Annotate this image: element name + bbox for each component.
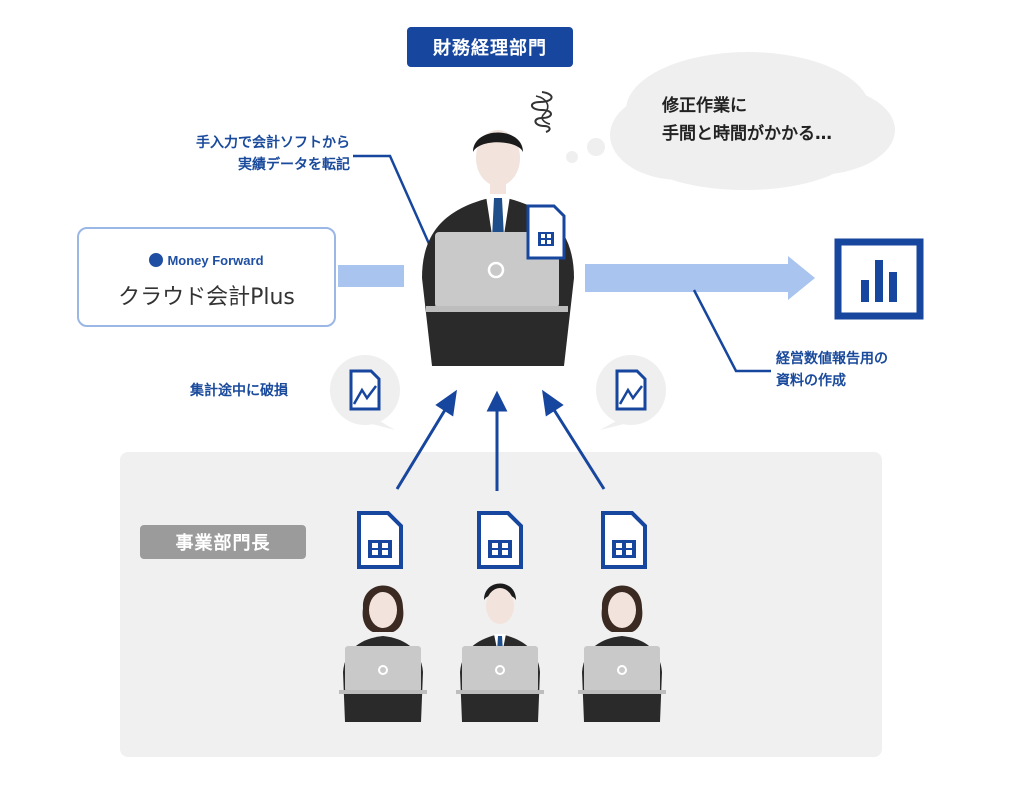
leader-manual-entry: [353, 154, 432, 247]
finance-dept-label: 財務経理部門: [407, 27, 573, 67]
manager-figure-woman-left: [339, 585, 427, 722]
note-report-line1: 経営数値報告用の: [776, 351, 888, 367]
spreadsheet-doc-icon: [601, 511, 647, 569]
arrowhead-center: [486, 390, 508, 412]
manager-figure-woman-right: [578, 585, 666, 722]
arrow-up-right: [549, 404, 606, 490]
stress-scribble-icon: [531, 91, 553, 133]
input-band: [338, 265, 404, 287]
spreadsheet-doc-icon: [357, 511, 403, 569]
thought-line-1: 修正作業に: [662, 96, 747, 116]
report-chart-icon: [834, 238, 924, 320]
thought-line-2: 手間と時間がかかる…: [662, 124, 832, 144]
arrowhead-left: [435, 389, 457, 417]
arrow-up-left: [395, 404, 450, 490]
money-forward-logo: Money Forward: [79, 253, 334, 268]
manager-figure-man: [456, 583, 544, 722]
arrowhead-right: [542, 389, 564, 417]
spreadsheet-doc-icon: [477, 511, 523, 569]
brand-text: Money Forward: [167, 253, 264, 268]
damaged-doc-icon: [349, 369, 381, 411]
note-manual-line1: 手入力で会計ソフトから: [196, 135, 350, 151]
output-arrow: [585, 256, 815, 300]
note-manual-line2: 実績データを転記: [238, 157, 350, 173]
damaged-doc-icon: [615, 369, 647, 411]
note-damaged: 集計途中に破損: [190, 383, 288, 399]
leader-report: [692, 289, 771, 373]
division-managers-label: 事業部門長: [140, 525, 306, 559]
money-forward-card: Money Forward クラウド会計Plus: [77, 227, 336, 327]
product-name: クラウド会計Plus: [118, 285, 295, 310]
thought-cloud: [566, 52, 895, 190]
accountant-figure: [422, 130, 574, 366]
note-report-line2: 資料の作成: [776, 373, 846, 389]
